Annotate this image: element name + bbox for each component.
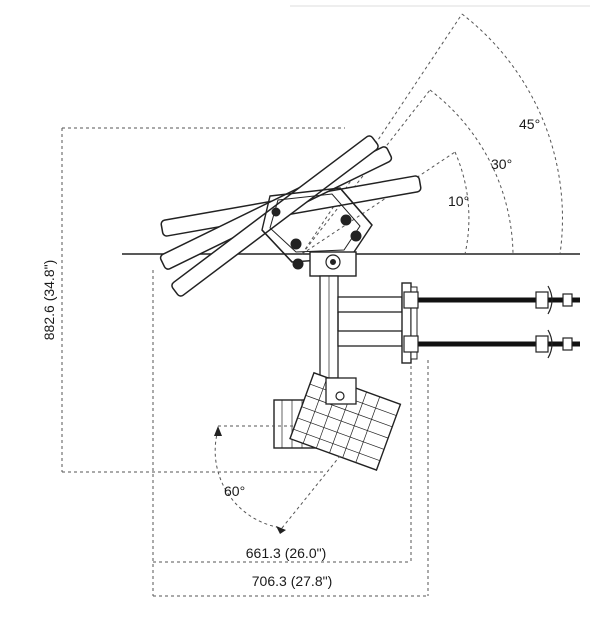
solar-panels [159,135,422,297]
inner-width-label: 661.3 (26.0") [246,545,326,561]
arc-30 [429,89,514,255]
angle-30-label: 30° [491,156,512,172]
arc-45 [461,13,563,255]
mast-pole [319,275,339,379]
tilt-linkage [261,187,373,270]
arrow-head-up [214,426,222,436]
angle-45-label: 45° [519,116,540,132]
outer-width-label: 706.3 (27.8") [252,573,332,589]
equipment-housing [273,371,402,471]
height-dimension-label: 882.6 (34.8") [41,260,57,340]
threaded-rods [403,285,580,359]
envelope-frame [61,127,429,597]
wall-bracket [401,282,418,364]
ray-10 [301,151,456,255]
angle-10-label: 10° [448,193,469,209]
pivot-head [309,251,357,277]
pan-angle-guide [214,425,341,534]
support-arm [337,296,403,347]
arrow-head-right [276,526,286,534]
ray-45 [301,13,463,255]
pan-angle-label: 60° [224,483,245,499]
